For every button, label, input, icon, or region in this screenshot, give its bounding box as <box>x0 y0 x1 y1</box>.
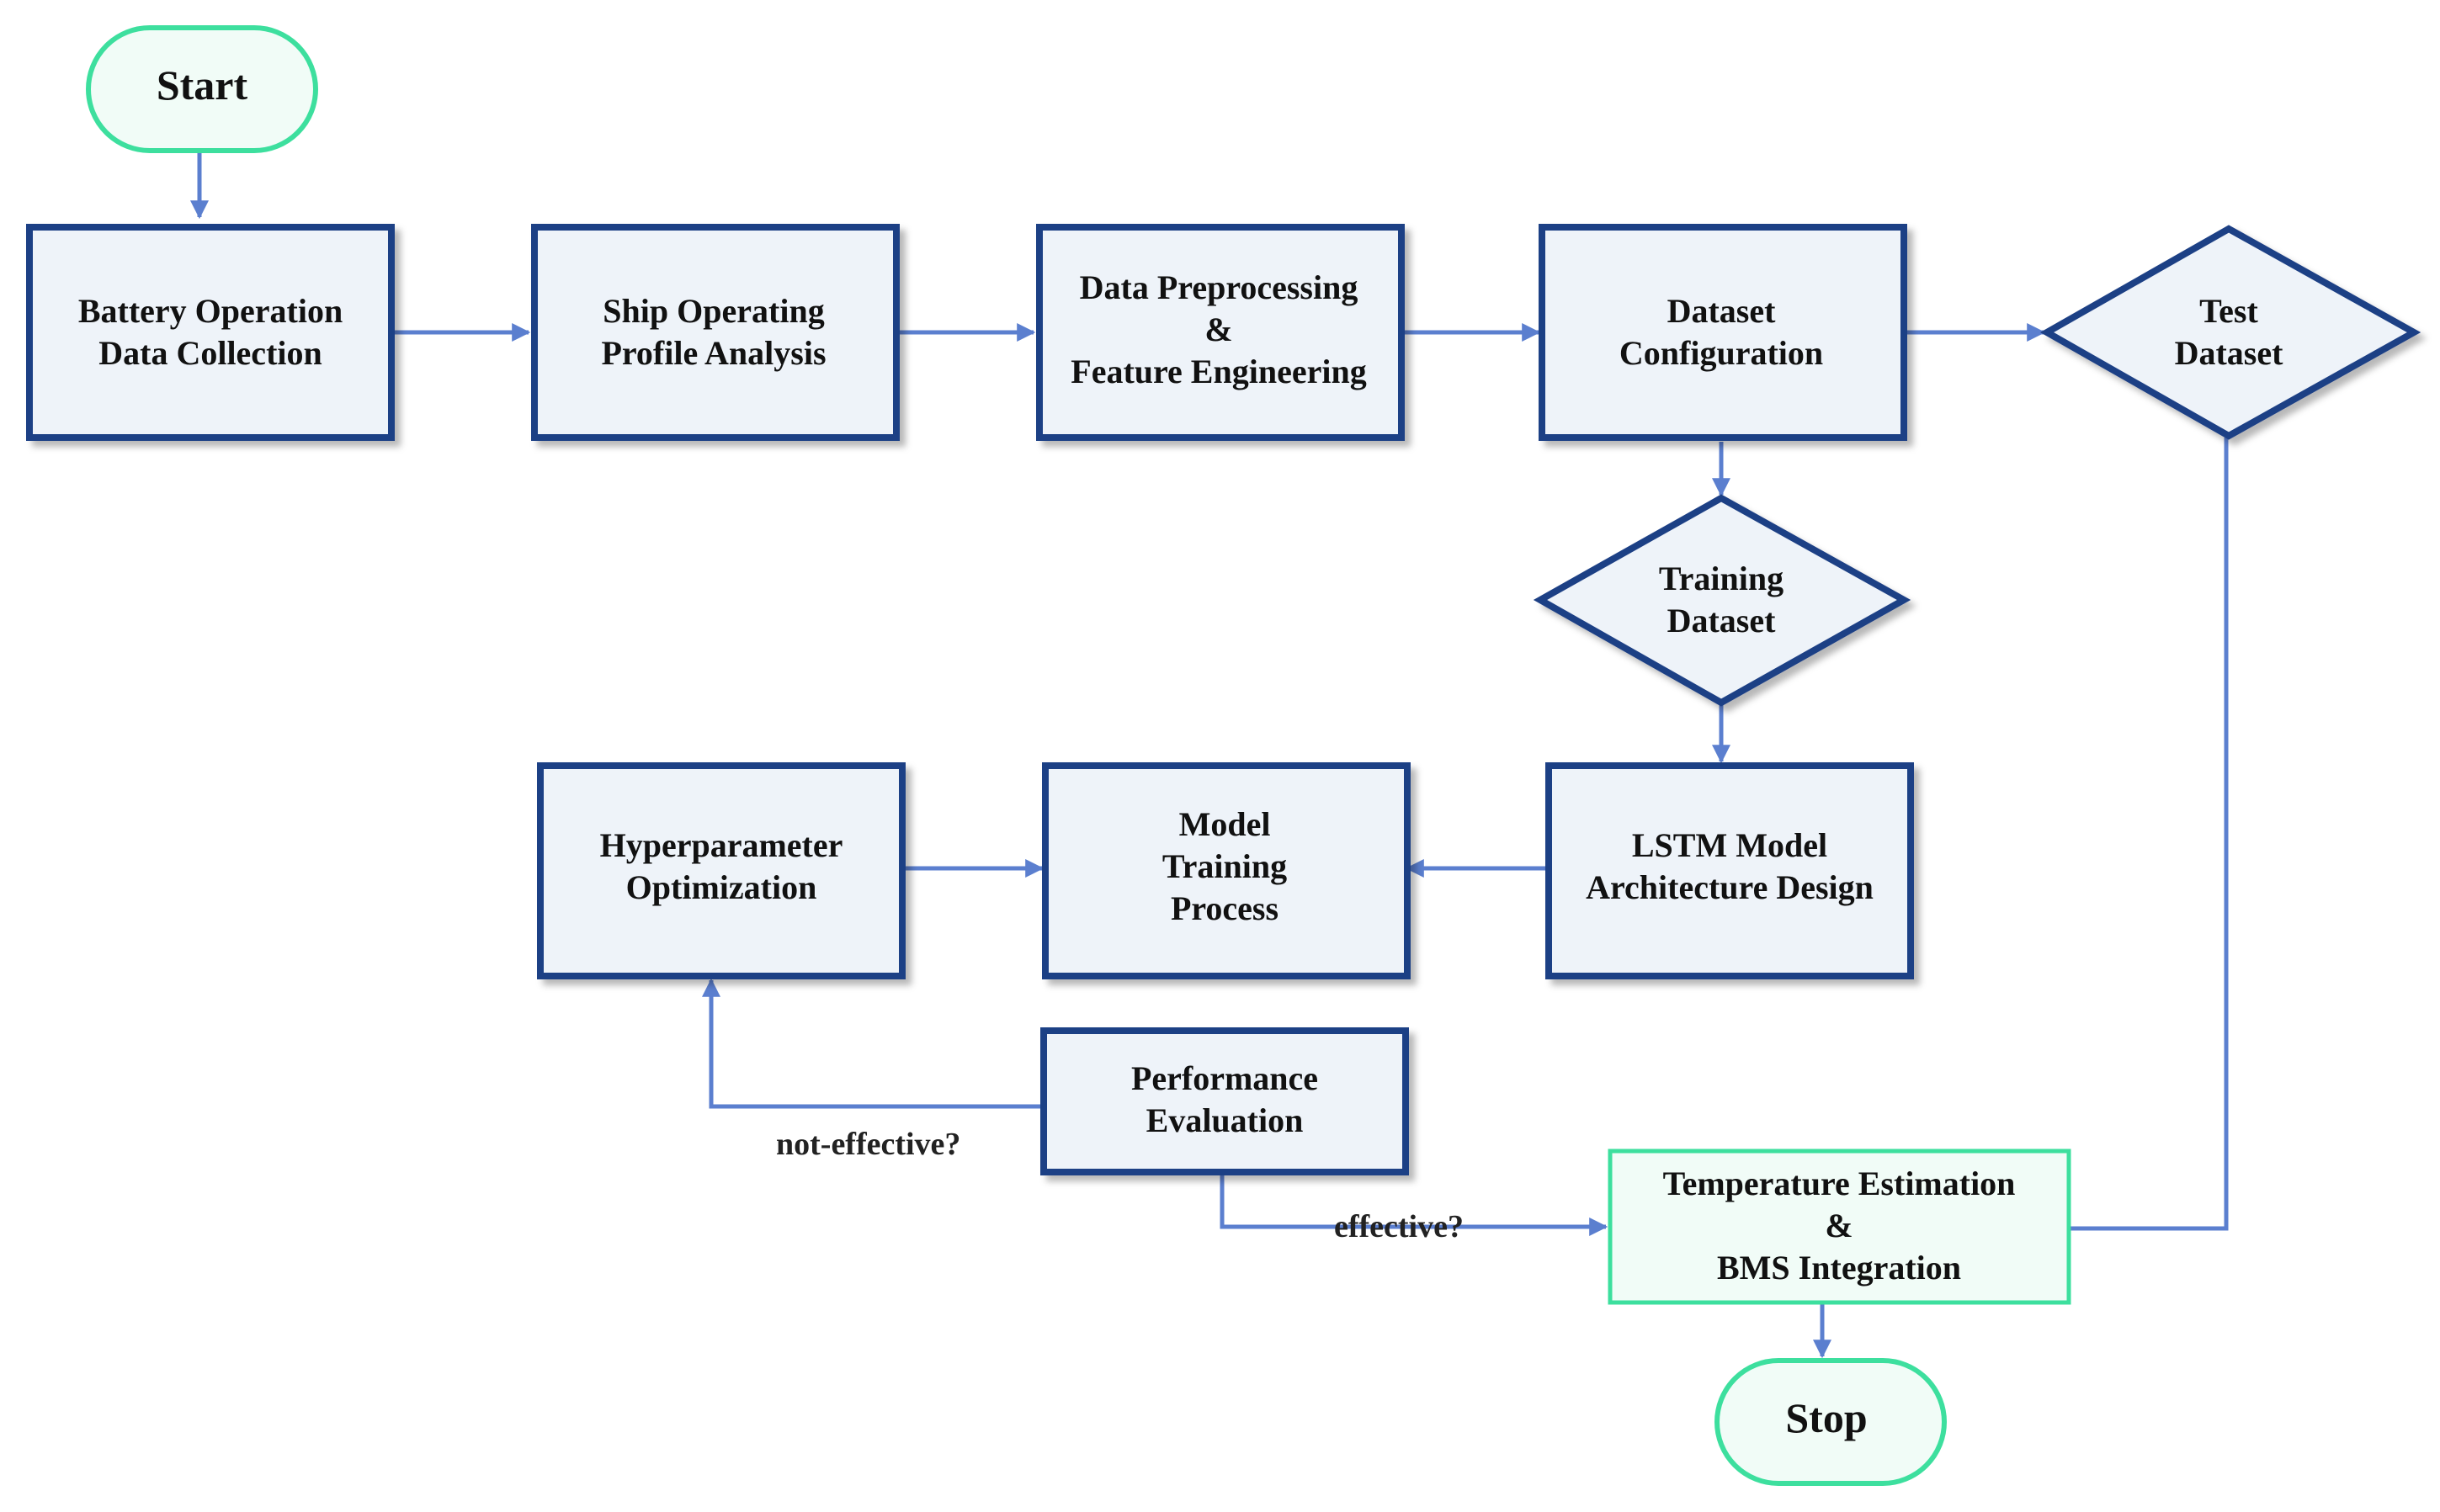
performance-evaluation-box: Performance Evaluation <box>1040 1027 1409 1175</box>
ship-profile-analysis-line1: Ship Operating <box>603 292 824 330</box>
temperature-estimation-box: Temperature Estimation & BMS Integration <box>1608 1149 2071 1305</box>
lstm-architecture-line2: Architecture Design <box>1586 868 1874 906</box>
connectors <box>190 153 2229 1359</box>
arrow-effective <box>1220 1172 1608 1236</box>
dataset-configuration-line1: Dataset <box>1667 292 1777 330</box>
training-dataset-diamond: Training Dataset <box>1533 494 1911 707</box>
test-dataset-line2: Dataset <box>2175 334 2284 372</box>
hyperparameter-line2: Optimization <box>626 868 817 906</box>
hyperparameter-line1: Hyperparameter <box>600 826 843 864</box>
start-label: Start <box>157 61 248 109</box>
preprocessing-line3: Feature Engineering <box>1071 353 1366 390</box>
preprocessing-line2: & <box>1204 310 1232 348</box>
model-training-box: Model Training Process <box>1042 762 1411 979</box>
ship-profile-analysis-line2: Profile Analysis <box>601 334 826 372</box>
temperature-estimation-line3: BMS Integration <box>1717 1249 1961 1287</box>
arrow-test-to-temperature <box>2069 438 2229 1231</box>
start-terminal: Start <box>86 25 318 153</box>
effective-label: effective? <box>1334 1209 1464 1244</box>
stop-label: Stop <box>1785 1394 1867 1441</box>
training-dataset-line2: Dataset <box>1667 602 1777 639</box>
dataset-configuration-line2: Configuration <box>1619 334 1823 372</box>
dataset-configuration-box: Dataset Configuration <box>1539 224 1907 441</box>
stop-terminal: Stop <box>1714 1358 1947 1486</box>
lstm-architecture-box: LSTM Model Architecture Design <box>1545 762 1914 979</box>
model-training-line3: Process <box>1171 889 1278 927</box>
arrow-not-effective <box>702 978 1042 1109</box>
lstm-architecture-line1: LSTM Model <box>1632 826 1827 864</box>
test-dataset-line1: Test <box>2199 292 2258 330</box>
battery-data-collection-line1: Battery Operation <box>78 292 343 330</box>
performance-evaluation-line2: Evaluation <box>1146 1101 1304 1139</box>
ship-profile-analysis-box: Ship Operating Profile Analysis <box>531 224 900 441</box>
model-training-line2: Training <box>1162 847 1287 885</box>
not-effective-label: not-effective? <box>776 1127 960 1162</box>
battery-data-collection-box: Battery Operation Data Collection <box>26 224 395 441</box>
temperature-estimation-line1: Temperature Estimation <box>1663 1165 2016 1202</box>
battery-data-collection-line2: Data Collection <box>98 334 322 372</box>
performance-evaluation-line1: Performance <box>1131 1059 1318 1097</box>
preprocessing-box: Data Preprocessing & Feature Engineering <box>1036 224 1405 441</box>
hyperparameter-box: Hyperparameter Optimization <box>537 762 906 979</box>
temperature-estimation-line2: & <box>1825 1207 1853 1244</box>
preprocessing-line1: Data Preprocessing <box>1080 268 1358 306</box>
model-training-line1: Model <box>1179 805 1271 843</box>
training-dataset-line1: Training <box>1659 560 1783 597</box>
test-dataset-diamond: Test Dataset <box>2039 225 2421 440</box>
